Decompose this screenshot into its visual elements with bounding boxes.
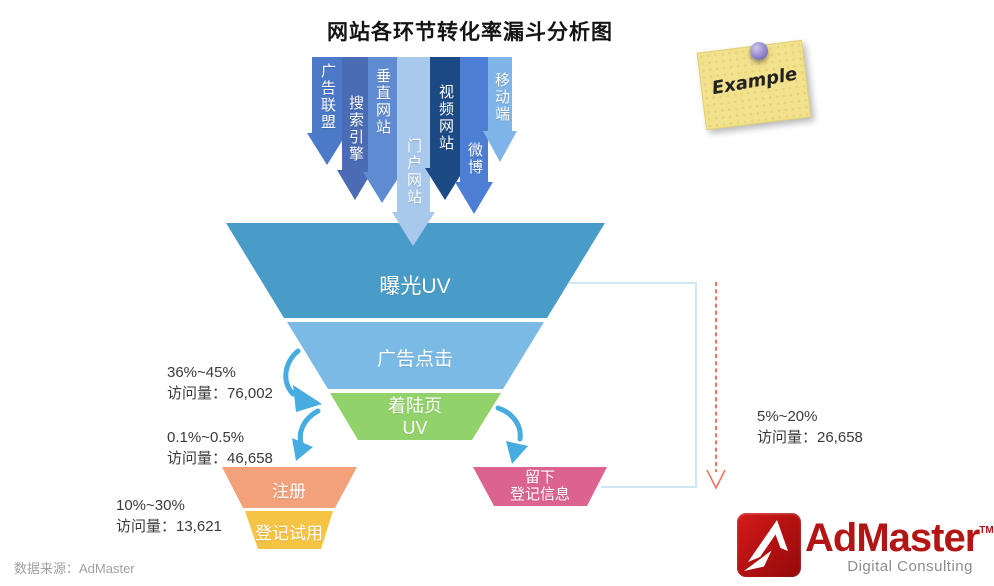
sticky-note-label: Example (710, 63, 799, 100)
branch-label-leave-line1: 留下 (524, 469, 556, 486)
flow-arrow-left-2-head-icon (292, 438, 313, 461)
channel-arrow-search-engine (337, 57, 373, 200)
annotation-rate-2: 0.1%~0.5% (167, 429, 245, 446)
stage-label-exposure-uv: 曝光UV (379, 275, 451, 298)
admaster-logo-text: AdMaster (805, 516, 980, 560)
branch-leave-info (473, 467, 607, 506)
channel-arrow-portal-site (392, 57, 435, 246)
channel-label-search-engine: 搜索引擎 (347, 95, 364, 163)
annotation-rate-1: 36%~45% (167, 364, 236, 381)
page-title: 网站各环节转化率漏斗分析图 (327, 21, 613, 44)
branch-trial (245, 511, 333, 549)
annotation-click-to-landing: 36%~45% 访问量：76,002 (167, 362, 273, 404)
stage-label-landing-line1: 着陆页 (388, 396, 442, 416)
channel-label-ad-network: 广告联盟 (319, 63, 336, 131)
channel-label-vertical-site: 垂直网站 (374, 68, 391, 136)
admaster-logo: AdMasterTM Digital Consulting (735, 505, 994, 583)
flow-arrow-left-2 (297, 408, 321, 449)
flow-arrow-right-head-icon (506, 441, 528, 464)
branch-label-leave-info: 留下 登记信息 (510, 469, 570, 503)
annotation-landing-to-register: 0.1%~0.5% 访问量：46,658 (167, 427, 273, 469)
annotation-visits-1: 访问量：76,002 (167, 385, 273, 402)
annotation-exposure-to-leaveinfo: 5%~20% 访问量：26,658 (757, 406, 863, 448)
data-source-note: 数据来源：AdMaster (14, 561, 135, 576)
funnel-stage-ad-click (287, 322, 544, 389)
annotation-visits-4: 访问量：26,658 (757, 429, 863, 446)
funnel-stage-landing-uv (330, 393, 501, 440)
branch-label-trial: 登记试用 (255, 524, 323, 543)
admaster-arrow-icon (744, 520, 788, 571)
channel-label-video-site: 视频网站 (437, 84, 454, 152)
channel-label-portal-site: 门户网站 (405, 138, 422, 206)
flow-arrow-left-1-head-icon (293, 385, 322, 412)
annotation-visits-3: 访问量：13,621 (116, 518, 222, 535)
funnel-stage-exposure-uv (226, 223, 605, 318)
branch-register (222, 467, 357, 508)
channel-arrow-vertical-site (363, 57, 402, 203)
annotation-rate-3: 10%~30% (116, 497, 185, 514)
channel-arrow-mobile (483, 57, 517, 162)
stage-label-ad-click: 广告点击 (376, 349, 454, 370)
flow-arrow-left-1 (283, 348, 301, 397)
dashed-flow-arrowhead-icon (706, 469, 726, 490)
channel-arrow-video-site (425, 57, 465, 200)
channel-label-weibo: 微博 (466, 142, 483, 176)
annotation-visits-2: 访问量：46,658 (167, 450, 273, 467)
branch-label-register: 注册 (272, 482, 306, 501)
stage-label-landing-uv: 着陆页 UV (388, 395, 442, 439)
admaster-logo-tagline: Digital Consulting (847, 558, 973, 575)
stage-label-landing-line2: UV (402, 418, 428, 438)
channel-arrow-weibo (455, 57, 493, 214)
annotation-rate-4: 5%~20% (757, 408, 818, 425)
annotation-register-to-trial: 10%~30% 访问量：13,621 (116, 495, 222, 537)
flow-arrow-right (495, 405, 523, 442)
branch-label-leave-line2: 登记信息 (509, 486, 571, 503)
trademark-symbol: TM (979, 525, 994, 536)
admaster-logo-mark (737, 513, 801, 577)
bracket-connector-line (569, 282, 697, 488)
pushpin-icon (750, 42, 768, 60)
admaster-logo-name: AdMasterTM (805, 507, 994, 562)
channel-arrow-ad-network (307, 57, 347, 165)
channel-label-mobile: 移动端 (493, 72, 510, 123)
